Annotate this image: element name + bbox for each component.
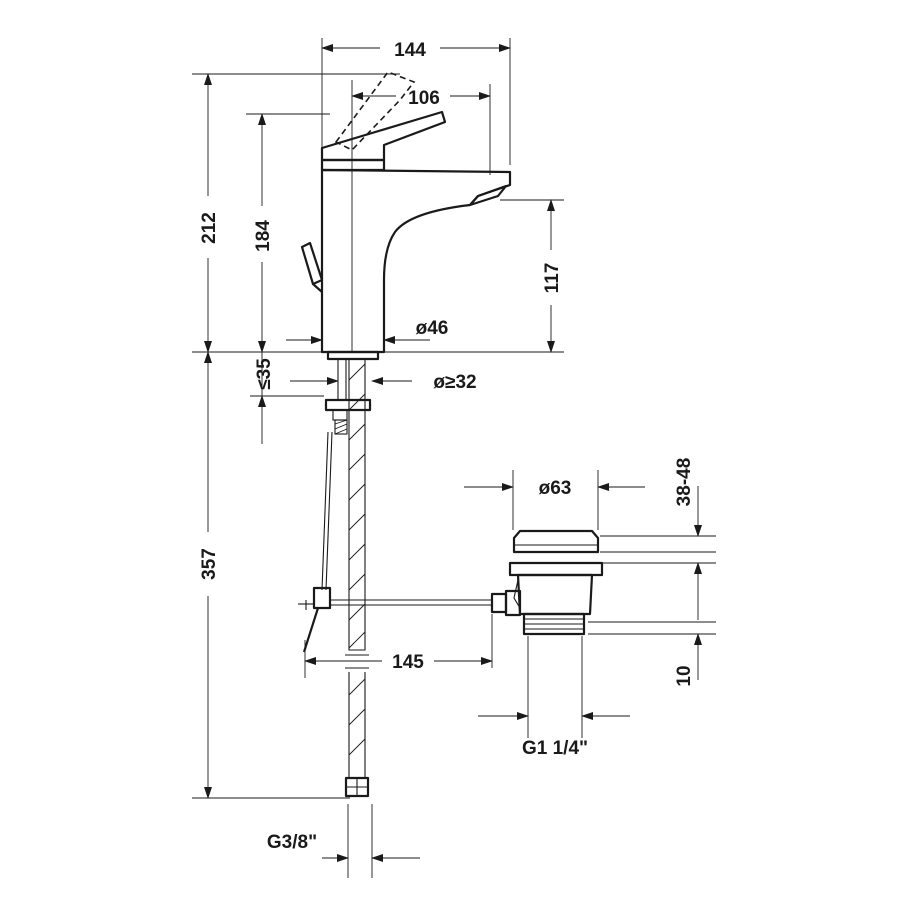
drain-cap bbox=[512, 529, 600, 554]
dim-357: 357 bbox=[199, 548, 220, 580]
popup-rod-right bbox=[325, 431, 333, 591]
clevis-clamp bbox=[312, 586, 332, 610]
mounting-assembly bbox=[298, 359, 522, 798]
popup-rod-left bbox=[321, 431, 329, 591]
popup-rod-tip bbox=[312, 283, 323, 293]
supply-hose-lower bbox=[348, 672, 366, 779]
dim-d46: ø46 bbox=[416, 318, 449, 339]
aerator bbox=[468, 184, 508, 207]
dim-d32: ø≥32 bbox=[433, 372, 476, 393]
drain-assembly bbox=[508, 529, 604, 636]
supply-hose-upper bbox=[348, 359, 366, 651]
dim-117: 117 bbox=[542, 263, 563, 294]
mounting-nut-lower bbox=[332, 409, 348, 421]
hose-hatch-upper bbox=[348, 363, 366, 649]
drain-body bbox=[516, 573, 594, 616]
drain-body-curve bbox=[513, 579, 521, 609]
dim-106: 106 bbox=[408, 88, 440, 109]
dim-212: 212 bbox=[199, 212, 220, 244]
drain-flange bbox=[508, 561, 604, 577]
dim-d63: ø63 bbox=[539, 478, 572, 499]
pivot-nut bbox=[490, 592, 508, 614]
lever bbox=[320, 110, 447, 162]
faucet-body bbox=[300, 71, 512, 361]
dim-g114: G1 1/4" bbox=[522, 738, 588, 759]
dim-g38: G3/8" bbox=[267, 832, 317, 853]
threaded-fitting bbox=[334, 419, 348, 435]
dim-3848: 38-48 bbox=[674, 458, 695, 507]
dim-184: 184 bbox=[253, 220, 274, 252]
pivot-nut-collar bbox=[504, 589, 522, 617]
mounting-nut bbox=[324, 398, 372, 412]
popup-rod-knob bbox=[300, 241, 324, 286]
dim-144: 144 bbox=[394, 40, 426, 61]
popup-lower-rod bbox=[302, 607, 320, 653]
dimension-lines: 144 106 212 184 117 ø46 ≤35 bbox=[192, 38, 716, 878]
faucet-base-ring bbox=[326, 350, 380, 361]
hose-hatch-lower bbox=[348, 678, 366, 756]
dim-10: 10 bbox=[674, 665, 695, 686]
dim-145: 145 bbox=[392, 652, 424, 673]
lever-raised-outline bbox=[334, 71, 416, 151]
dim-le35: ≤35 bbox=[254, 358, 275, 390]
lever-base bbox=[320, 158, 386, 172]
